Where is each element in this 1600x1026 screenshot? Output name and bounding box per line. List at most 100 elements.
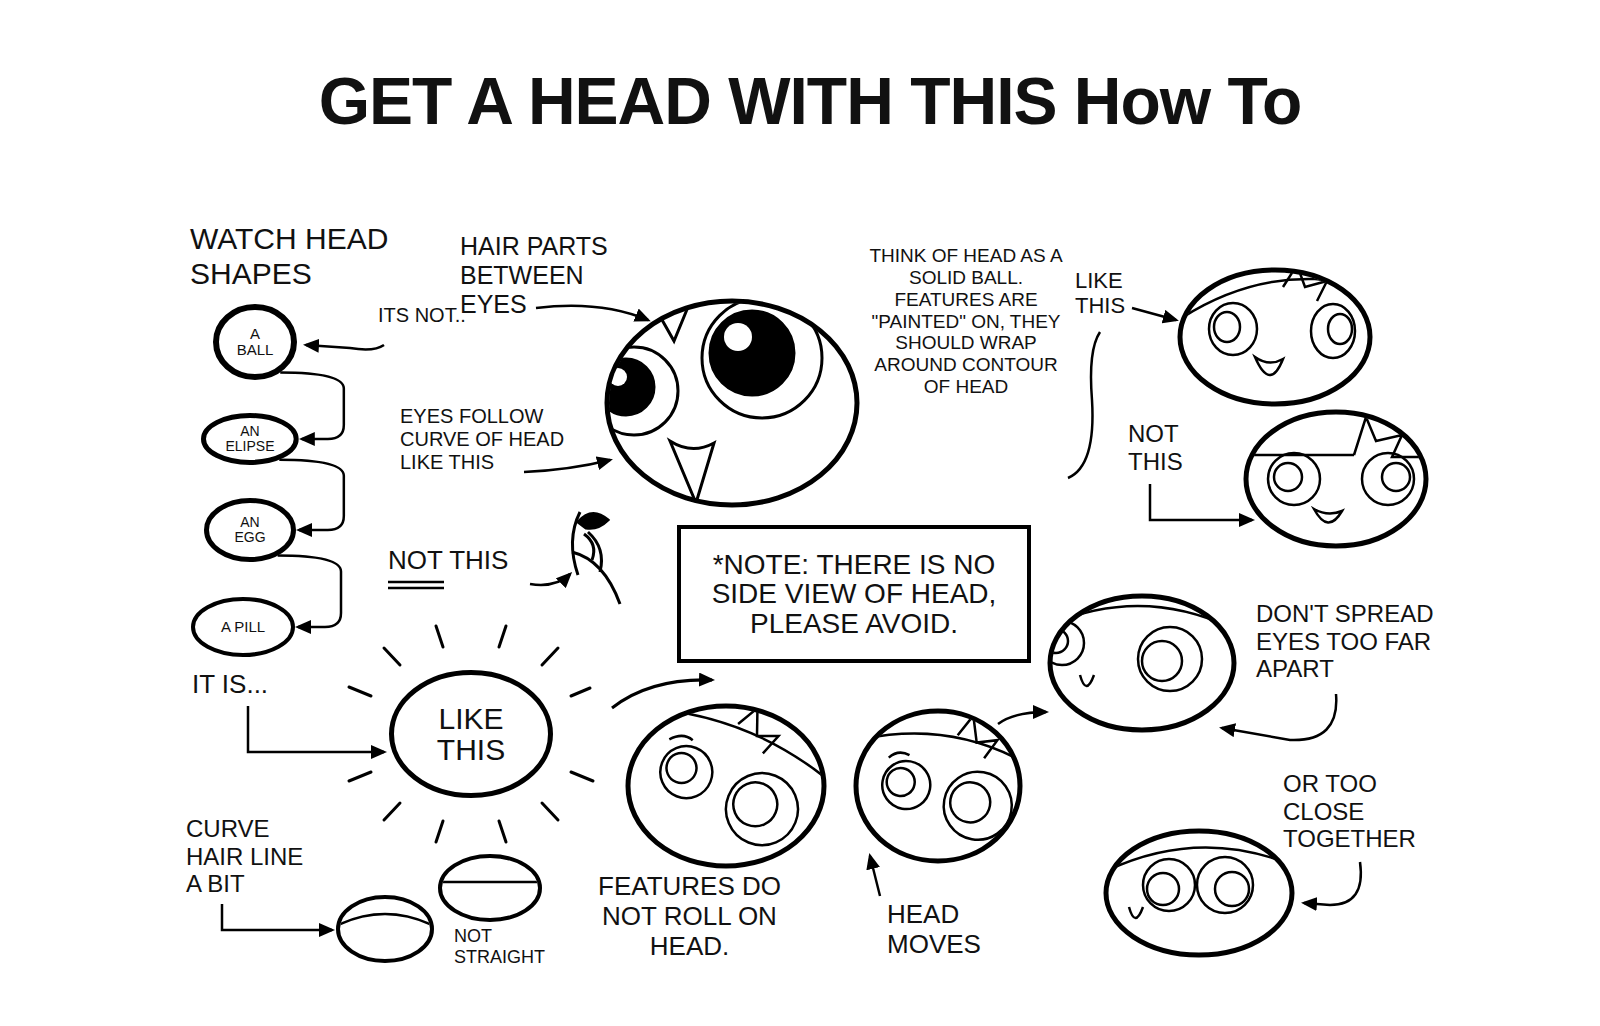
illustration-part [1106,847,1292,871]
illustration-part [499,821,506,842]
illustration-part [388,587,444,590]
annotation: DON'T SPREAD EYES TOO FAR APART [1256,600,1466,683]
illustration-part [608,667,860,868]
note-text: *NOTE: THERE IS NO SIDE VIEW OF HEAD, PL… [689,550,1019,638]
annotation: THINK OF HEAD AS A SOLID BALL. FEATURES … [866,245,1066,398]
illustration-part [702,298,822,418]
illustration-part [1268,453,1320,505]
oval-outline-shape [204,416,297,463]
shape-oval: A BALL [213,304,297,380]
illustration-part [1050,606,1234,629]
illustration-part [1040,621,1084,665]
illustration-part [657,307,688,341]
shape-label: AN ELIPSE [219,424,281,453]
illustration-part [612,680,712,708]
illustration-part [850,698,1048,849]
illustration-part [1142,641,1182,681]
node-text-group: AN ELIPSE [219,424,281,453]
illustration-part [1106,847,1292,918]
illustration-part [878,757,934,813]
illustration-part [440,856,540,920]
annotation: CURVE HAIR LINE A BIT [186,815,321,898]
illustration-part [850,698,1048,849]
head-wrong [1246,412,1426,546]
illustration-part [1215,872,1249,906]
oval-outline-shape [207,501,294,560]
illustration-part [652,738,720,806]
oval-straight-hairline [440,856,540,920]
illustration-part [1246,417,1426,523]
illustration-part [436,821,443,842]
annotation: IT IS... [192,670,342,700]
illustration-part [947,779,993,825]
illustration-part [1150,484,1252,520]
illustration-part [440,881,540,884]
title: GET A HEAD WITH THIS How To [100,64,1520,140]
oval-outline-shape [392,673,551,796]
illustration-part [1362,453,1414,505]
illustration-part [715,762,809,856]
illustration-part [863,722,1044,772]
illustration-part [870,856,880,896]
illustration-part [338,914,432,925]
illustration-part [524,460,610,472]
oval-outline-shape [216,307,294,377]
illustration-part [590,347,678,435]
node-text-group: AN EGG [227,515,273,544]
illustration-part [1132,308,1176,320]
shape-label: LIKE THIS [421,703,521,766]
shape-label: A PILL [220,619,266,635]
shape-oval: AN ELIPSE [201,413,299,465]
illustration-part [440,881,540,884]
illustration-part [590,298,822,533]
illustration-part [1255,357,1283,375]
head-correct [1180,265,1370,404]
shape-oval: AN EGG [204,498,296,562]
annotation: NOT STRAIGHT [454,926,564,967]
head-eyes-apart [1040,596,1234,730]
emphasis-rays [349,626,593,842]
illustration-part [1283,265,1327,301]
illustration-part [856,711,1020,861]
illustration-part [669,731,693,748]
illustration-part [384,803,400,820]
illustration-part [998,712,1046,724]
illustration-part [338,897,432,961]
illustration-part [628,706,824,866]
head-rolled [608,667,860,868]
illustration-part [608,667,860,868]
node-text-group: A BALL [234,326,276,358]
illustration-part [1214,312,1240,342]
annotation: EYES FOLLOW CURVE OF HEAD LIKE THIS [400,405,600,474]
illustration-part [884,766,916,798]
oval-outline-shape [193,599,293,655]
annotation: WATCH HEAD SHAPES [190,222,420,291]
illustration-part [1328,314,1352,344]
node-text-group: *NOTE: THERE IS NO SIDE VIEW OF HEAD, PL… [689,550,1019,638]
shape-oval: A PILL [191,597,295,657]
illustration-part [588,532,602,572]
illustration-part [955,714,1001,760]
illustration-part [572,512,580,575]
illustration-part [572,552,620,604]
illustration-part [222,904,332,930]
illustration-part [662,748,701,787]
illustration-part [571,772,593,781]
illustration-part [1311,304,1355,358]
illustration-part [1304,862,1361,905]
node-text-group: LIKE THIS [421,703,521,766]
illustration-part [499,626,506,647]
illustration-part [889,751,910,762]
illustration-part [731,704,785,757]
illustration-part [1143,859,1195,911]
illustration-part [436,626,443,647]
illustration-part [710,311,794,395]
big-head [590,298,857,533]
illustration-part [542,803,558,820]
illustration-part [1044,629,1068,653]
illustration-part [536,306,648,320]
annotation: NOT THIS [388,546,548,576]
illustration-part [609,368,627,386]
annotation: HEAD MOVES [887,900,1007,960]
